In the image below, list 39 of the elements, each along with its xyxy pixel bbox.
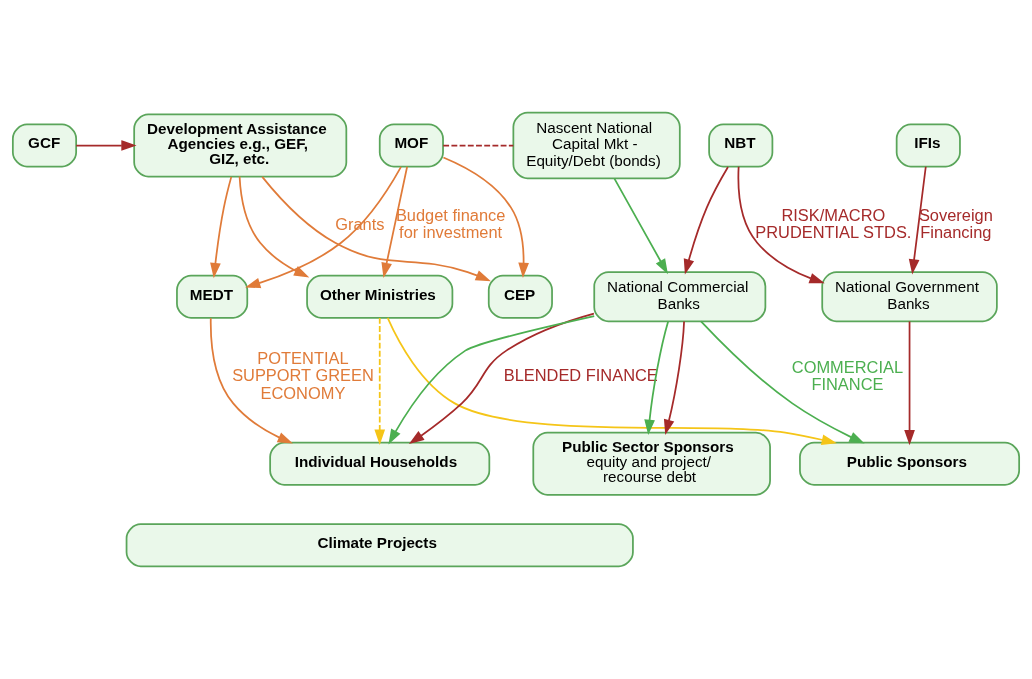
node-box: Nascent National Capital Mkt - Equity/Debt (bonds) [512, 111, 681, 180]
node-box: Public Sponsors [799, 441, 1021, 486]
edge-label: Sovereign Financing [918, 205, 993, 242]
node-box: CEP [487, 274, 553, 319]
arrow [75, 140, 137, 151]
arrow [737, 165, 825, 284]
node-box: IFIs [895, 123, 961, 168]
node-box: GCF [11, 123, 78, 168]
edge-label: COMMERCIAL FINANCE [791, 357, 904, 394]
node-box: National Commercial Banks [593, 271, 767, 323]
node-box: MOF [378, 123, 444, 168]
arrow [683, 166, 729, 275]
arrow [381, 165, 408, 278]
node-box: Development Assistance Agencies e.g., GEF, GIZ, etc. [133, 113, 348, 178]
edge-label: Budget finance for investment [395, 205, 506, 242]
arrow [261, 175, 491, 282]
arrow [700, 320, 865, 444]
node-box: Public Sector Sponsors equity and project/ recourse debt [532, 431, 771, 496]
arrow [245, 166, 402, 289]
edge-label: RISK/MACRO PRUDENTIAL STDS. [755, 205, 912, 242]
node-box: Climate Projects [125, 523, 634, 568]
node-box: MEDT [176, 274, 249, 319]
arrow [644, 320, 669, 435]
arrow [238, 175, 310, 278]
node-box: Individual Households [269, 441, 491, 486]
arrow [442, 156, 529, 279]
arrow [386, 317, 837, 446]
arrow [663, 320, 685, 435]
node-box: Other Ministries [306, 274, 454, 319]
arrow [210, 176, 233, 279]
arrow [908, 165, 927, 275]
arrow [374, 317, 386, 445]
node-box: NBT [708, 123, 774, 168]
arrow [209, 317, 293, 444]
arrow [613, 177, 668, 275]
connector [442, 144, 515, 147]
arrow [904, 320, 915, 446]
node-box: National Government Banks [821, 271, 998, 323]
edge-label: POTENTIAL SUPPORT GREEN ECONOMY [232, 348, 374, 402]
